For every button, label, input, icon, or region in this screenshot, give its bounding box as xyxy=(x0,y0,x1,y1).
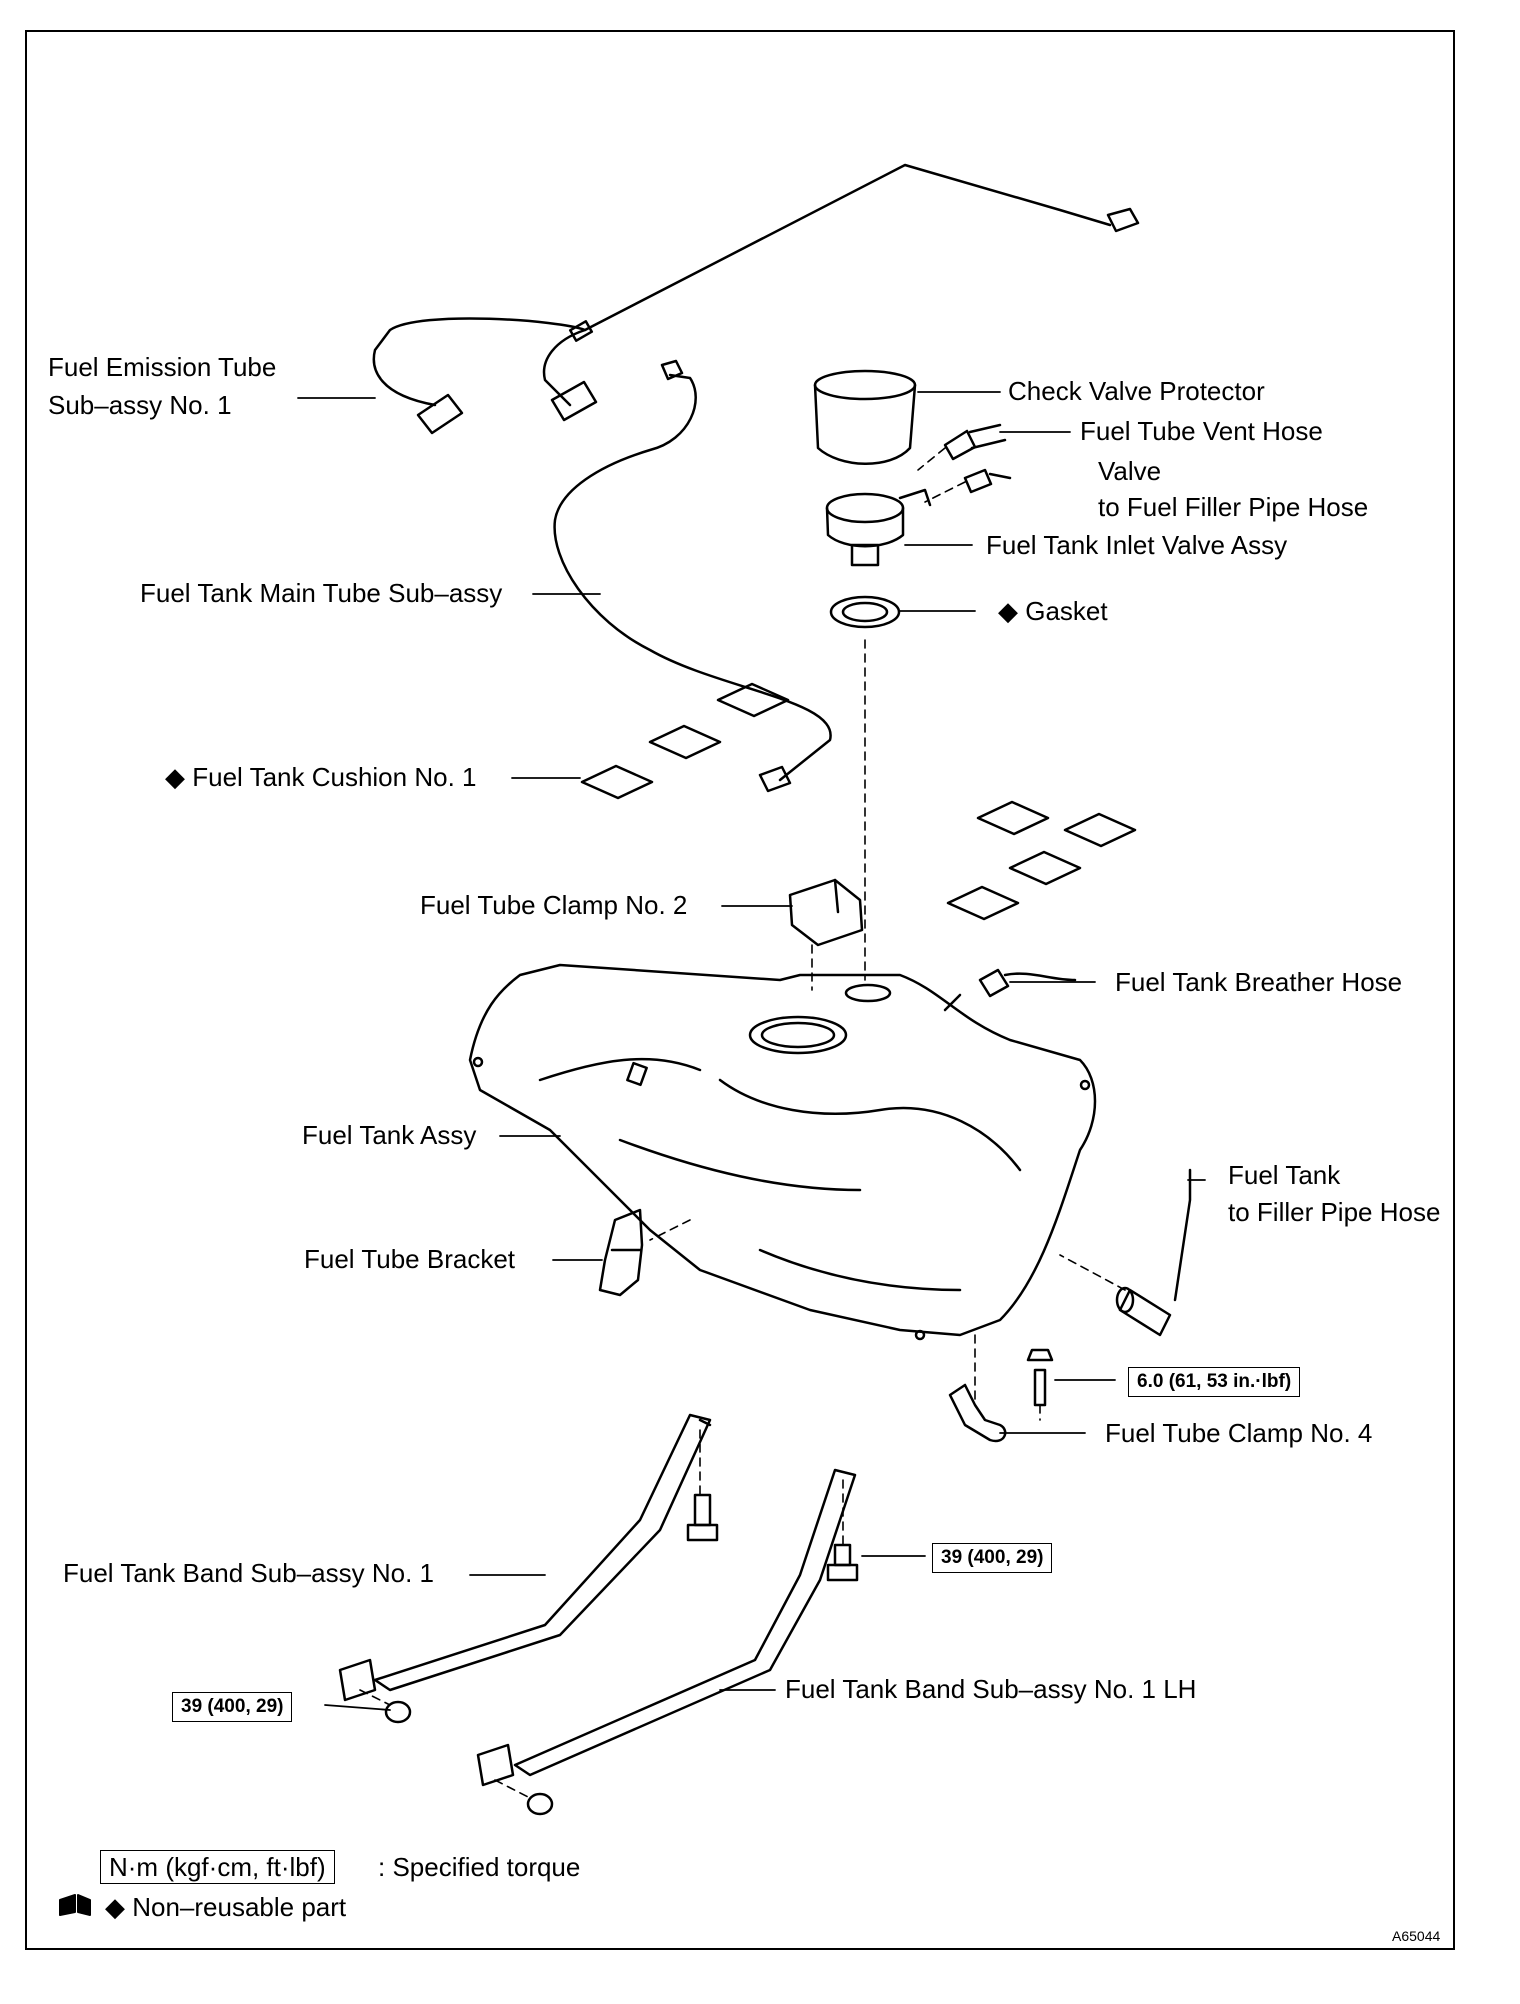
fuel-tank-assy xyxy=(468,963,1097,1341)
leader-lines xyxy=(297,391,1206,1711)
label-breather-hose: Fuel Tank Breather Hose xyxy=(1115,967,1403,997)
band-bolt-left xyxy=(384,1700,412,1724)
legend-nonreusable: ◆ Non–reusable part xyxy=(105,1892,346,1922)
label-band-no1: Fuel Tank Band Sub–assy No. 1 xyxy=(63,1558,434,1588)
fuel-emission-tube xyxy=(372,163,1140,435)
check-valve-protector xyxy=(813,369,917,465)
label-tube-bracket: Fuel Tube Bracket xyxy=(304,1244,515,1274)
valve-filler-hose xyxy=(963,468,1012,494)
fuel-tube-bracket xyxy=(598,1208,644,1297)
label-band-no1-lh: Fuel Tank Band Sub–assy No. 1 LH xyxy=(785,1674,1197,1704)
label-vent-hose: Fuel Tube Vent Hose xyxy=(1080,416,1323,446)
vent-hose xyxy=(943,423,1007,461)
label-cushion-no1-text: Fuel Tank Cushion No. 1 xyxy=(192,762,477,792)
gasket xyxy=(829,595,901,629)
nonreusable-diamond-icon: ◆ xyxy=(105,1892,125,1922)
legend-torque-text: : Specified torque xyxy=(378,1852,581,1882)
label-inlet-valve: Fuel Tank Inlet Valve Assy xyxy=(986,530,1288,560)
nonreusable-diamond-icon: ◆ xyxy=(165,762,185,792)
label-check-valve-protector: Check Valve Protector xyxy=(1008,376,1265,406)
label-main-tube: Fuel Tank Main Tube Sub–assy xyxy=(140,578,503,608)
legend-nonreusable-text: Non–reusable part xyxy=(132,1892,347,1922)
filler-pipe-hose xyxy=(1115,1168,1192,1337)
torque-band-bolt-left: 39 (400, 29) xyxy=(172,1692,293,1722)
fuel-tank-cushion-left xyxy=(580,682,790,800)
torque-band-bolt-right: 39 (400, 29) xyxy=(932,1543,1053,1573)
label-cushion-no1: ◆ Fuel Tank Cushion No. 1 xyxy=(165,762,476,792)
diagram-frame xyxy=(25,30,1455,1950)
figure-id: A65044 xyxy=(1392,1928,1441,1944)
label-valve-hose-line2: to Fuel Filler Pipe Hose xyxy=(1098,492,1369,522)
label-emission-tube-line2: Sub–assy No. 1 xyxy=(48,390,232,420)
label-valve-hose-line1: Valve xyxy=(1098,456,1162,486)
label-emission-tube-line1: Fuel Emission Tube xyxy=(48,352,277,382)
book-icon xyxy=(59,1894,91,1916)
band-bolt-upper xyxy=(686,1493,719,1542)
fuel-tank-cushion-right xyxy=(946,800,1137,921)
label-gasket-text: Gasket xyxy=(1025,596,1108,626)
label-clamp-no4: Fuel Tube Clamp No. 4 xyxy=(1105,1418,1373,1448)
fuel-tank-band-no1 xyxy=(338,1413,712,1702)
band-bolt-lower xyxy=(526,1792,554,1816)
assembly-guide-lines xyxy=(359,447,1126,1799)
label-filler-hose-line1: Fuel Tank xyxy=(1228,1160,1341,1190)
legend-torque-unit: N·m (kgf·cm, ft·lbf) xyxy=(100,1850,335,1884)
nonreusable-diamond-icon: ◆ xyxy=(998,596,1018,626)
breather-hose xyxy=(978,968,1077,998)
band-bolt-right xyxy=(826,1543,859,1582)
fuel-tank-main-tube xyxy=(553,359,832,793)
label-clamp-no2: Fuel Tube Clamp No. 2 xyxy=(420,890,688,920)
label-tank-assy: Fuel Tank Assy xyxy=(302,1120,477,1150)
torque-clamp-bolt: 6.0 (61, 53 in.·lbf) xyxy=(1128,1367,1301,1397)
fuel-tank-inlet-valve xyxy=(825,488,932,567)
label-filler-hose-line2: to Filler Pipe Hose xyxy=(1228,1197,1441,1227)
fuel-tube-clamp-no4 xyxy=(948,1348,1054,1443)
fuel-tube-clamp-no2 xyxy=(788,878,864,947)
label-gasket: ◆ Gasket xyxy=(998,596,1108,626)
